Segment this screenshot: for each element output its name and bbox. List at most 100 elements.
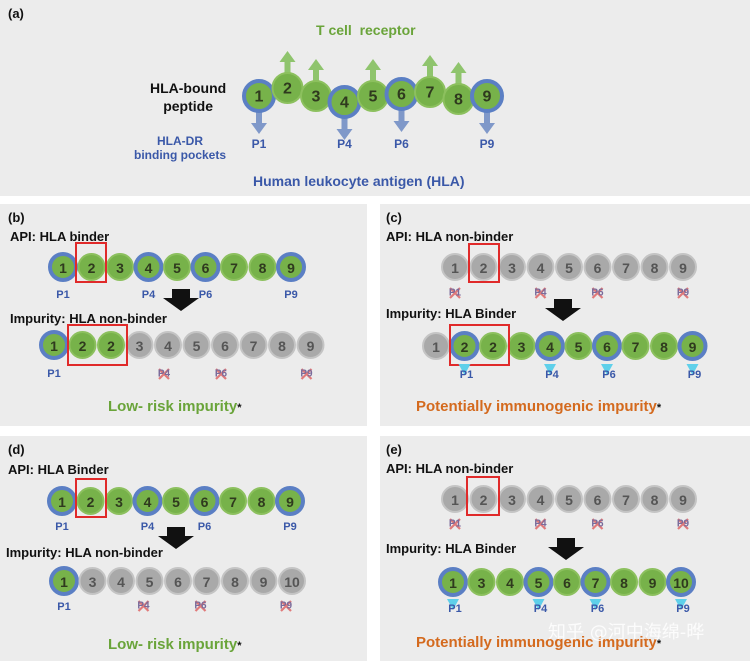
- peptide-bead: [553, 568, 581, 596]
- bead-number: 4: [164, 338, 172, 354]
- bead-number: 6: [174, 574, 182, 590]
- peptide-bead: [438, 567, 468, 597]
- b-api-label: API: HLA binder: [10, 229, 110, 244]
- highlight-box: [449, 324, 510, 366]
- peptide-bead: [220, 253, 248, 281]
- peptide-bead: [535, 331, 565, 361]
- cross-mark: [300, 368, 313, 380]
- bead-number: 8: [620, 575, 628, 591]
- d-imp-label: Impurity: HLA non-binder: [6, 545, 163, 560]
- bead-number: 1: [451, 492, 459, 508]
- bead-number: 9: [287, 260, 295, 276]
- peptide-bead: [555, 253, 583, 281]
- bead-number: 2: [480, 492, 488, 508]
- peptide-bead: [182, 331, 211, 359]
- bead-number: 6: [202, 260, 210, 276]
- c-risk-label: Potentially immunogenic impurity*: [416, 398, 662, 415]
- bead-number: 4: [117, 574, 125, 590]
- peptide-bead: [133, 252, 164, 282]
- bead-number: 3: [508, 260, 516, 276]
- bead-number: 1: [255, 89, 264, 106]
- bead-number: 10: [284, 574, 300, 590]
- e-imp-P4: P4: [534, 603, 548, 615]
- down-arrow: [158, 527, 194, 549]
- watermark: 知乎 @河中海绵-晔: [548, 622, 705, 643]
- bead-number: 3: [89, 574, 97, 590]
- peptide-bead: [275, 486, 305, 516]
- b-imp-x-P4: P4: [158, 369, 171, 380]
- peptide-bead: [677, 331, 708, 361]
- bead-number: 4: [506, 575, 514, 591]
- bead-number: 8: [258, 494, 266, 510]
- cross-mark: [280, 600, 292, 612]
- bead-number: 1: [449, 575, 457, 591]
- peptide-bead: [583, 253, 612, 281]
- bead-number: 7: [229, 494, 237, 510]
- peptide-bead: [666, 567, 696, 597]
- bead-number: 1: [451, 260, 459, 276]
- bead-number: 2: [79, 338, 87, 354]
- bead-number: 5: [369, 89, 378, 106]
- c-api-x-P9: P9: [677, 288, 690, 299]
- e-imp-label: Impurity: HLA Binder: [386, 541, 517, 556]
- peptide-bead: [555, 485, 583, 513]
- peptide-bead: [449, 331, 480, 361]
- pocket-arrow: [341, 115, 348, 131]
- e-imp-P9: P9: [676, 603, 689, 615]
- peptide-bead: [467, 568, 496, 596]
- bead-number: 5: [575, 339, 583, 355]
- bead-number: 8: [651, 260, 659, 276]
- binding-pocket-marker: [675, 599, 687, 610]
- cross-mark: [215, 368, 227, 380]
- bead-number: 3: [136, 338, 144, 354]
- bead-number: 8: [454, 92, 463, 109]
- pocket-label-P6: P6: [394, 137, 409, 151]
- hla-label: Human leukocyte antigen (HLA): [253, 173, 465, 189]
- e-imp-P1: P1: [448, 603, 461, 615]
- bead-number: 7: [250, 338, 258, 354]
- peptide-bead: [621, 332, 650, 360]
- bead-number: 3: [508, 492, 516, 508]
- peptide-bead: [612, 253, 640, 281]
- bead-number: 7: [592, 575, 600, 591]
- highlight-box: [75, 478, 107, 518]
- peptide-bead: [650, 332, 678, 360]
- peptide-bead: [189, 486, 220, 516]
- peptide-bead: [239, 331, 268, 359]
- bead-number: 7: [426, 85, 435, 102]
- peptide-bead: [76, 487, 105, 515]
- peptide-bead: [469, 485, 498, 513]
- b-risk-label: Low- risk impurity*: [108, 398, 242, 415]
- bead-number: 2: [107, 338, 115, 354]
- b-imp-x-P6: P6: [215, 369, 228, 380]
- d-api-P6: P6: [198, 521, 211, 533]
- pocket-label-P9: P9: [480, 137, 495, 151]
- peptide-bead: [154, 331, 182, 359]
- d-imp-P1: P1: [57, 601, 70, 613]
- panel-e-label: (e): [386, 442, 402, 457]
- binding-pocket-marker: [544, 364, 556, 375]
- panel-c-label: (c): [386, 210, 402, 225]
- e-api-x-P6: P6: [591, 519, 604, 530]
- cross-mark: [158, 368, 170, 380]
- pocket-label-P1: P1: [252, 137, 267, 151]
- tcr-arrow: [370, 69, 376, 83]
- peptide-bead: [296, 331, 325, 359]
- e-risk-label: Potentially immunogenic impurity*: [416, 634, 662, 651]
- highlight-box: [468, 243, 500, 283]
- c-api-x-P1: P1: [449, 288, 462, 299]
- d-imp-x-P4: P4: [137, 601, 150, 612]
- peptide-bead: [278, 567, 306, 595]
- peptide-bead: [107, 567, 135, 595]
- binding-pocket-marker: [532, 599, 545, 610]
- bead-number: 7: [622, 492, 630, 508]
- peptide-bead: [219, 487, 247, 515]
- peptide-bead: [162, 487, 190, 515]
- cross-mark: [677, 287, 689, 299]
- b-imp-label: Impurity: HLA non-binder: [10, 311, 167, 326]
- tcr-arrow: [450, 62, 467, 73]
- cross-mark: [137, 600, 150, 612]
- b-imp-x-P9: P9: [300, 369, 313, 380]
- bead-number: 1: [432, 339, 440, 355]
